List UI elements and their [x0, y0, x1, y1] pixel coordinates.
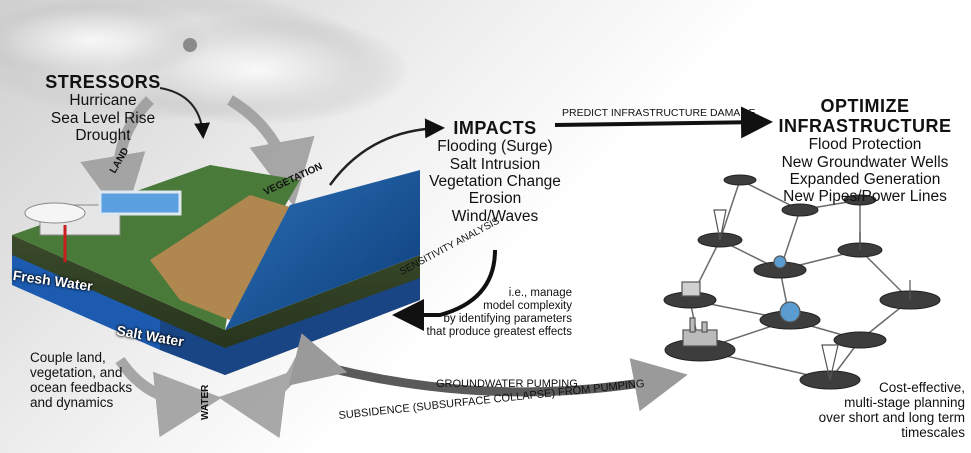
note-line: and dynamics: [30, 395, 114, 411]
note-line: over short and long term timescales: [818, 410, 965, 441]
optimize-title-line1: OPTIMIZE: [820, 96, 910, 116]
stressor-item: Drought: [75, 126, 131, 144]
couple-note: Couple land, vegetation, and ocean feedb…: [30, 350, 170, 410]
optimize-item: Expanded Generation: [789, 171, 941, 189]
stressors-group: STRESSORS Hurricane Sea Level Rise Droug…: [38, 72, 168, 144]
predict-arrow: [554, 106, 773, 139]
impact-item: Erosion: [468, 190, 522, 208]
note-line: model complexity: [483, 299, 572, 312]
note-line: Couple land,: [30, 350, 106, 365]
predict-label: PREDICT INFRASTRUCTURE DAMAGE: [562, 107, 756, 119]
note-line: by identifying parameters: [443, 312, 572, 325]
planning-note: Cost-effective, multi-stage planning ove…: [760, 380, 965, 440]
optimize-item: Flood Protection: [808, 136, 922, 154]
sensitivity-note: i.e., manage model complexity by identif…: [412, 287, 572, 339]
infrastructure-structures: [681, 209, 911, 381]
note-line: ocean feedbacks: [30, 380, 133, 396]
optimize-item: New Pipes/Power Lines: [783, 188, 947, 206]
note-line: vegetation, and: [30, 365, 123, 381]
water-label: WATER: [200, 384, 211, 420]
impacts-title: IMPACTS: [453, 118, 537, 138]
optimize-title-line2: INFRASTRUCTURE: [778, 116, 952, 137]
stressor-item: Sea Level Rise: [50, 109, 156, 127]
stressors-title: STRESSORS: [45, 72, 161, 92]
landscape-to-impacts-arrow: [328, 118, 445, 186]
pumping-arrow: [288, 333, 688, 412]
note-line: Cost-effective,: [878, 380, 965, 395]
impacts-group: IMPACTS Flooding (Surge) Salt Intrusion …: [410, 118, 580, 225]
landscape-block: [12, 165, 420, 375]
impact-item: Wind/Waves: [451, 207, 539, 225]
note-line: that produce greatest effects: [426, 325, 572, 338]
impact-item: Salt Intrusion: [449, 155, 541, 173]
stressor-item: Hurricane: [69, 92, 137, 110]
hurricane-cloud: [0, 0, 410, 125]
impact-item: Vegetation Change: [429, 172, 561, 190]
sensitivity-arrow: [392, 249, 497, 331]
note-line: multi-stage planning: [844, 395, 965, 411]
groundwater-label: GROUNDWATER PUMPING: [436, 378, 578, 390]
note-line: i.e., manage: [508, 287, 572, 299]
infrastructure-nodes: [663, 174, 941, 390]
stressor-arrow: [159, 87, 211, 139]
optimize-item: New Groundwater Wells: [781, 153, 949, 171]
optimize-group: OPTIMIZE INFRASTRUCTURE Flood Protection…: [770, 96, 960, 206]
impact-item: Flooding (Surge): [437, 138, 553, 156]
